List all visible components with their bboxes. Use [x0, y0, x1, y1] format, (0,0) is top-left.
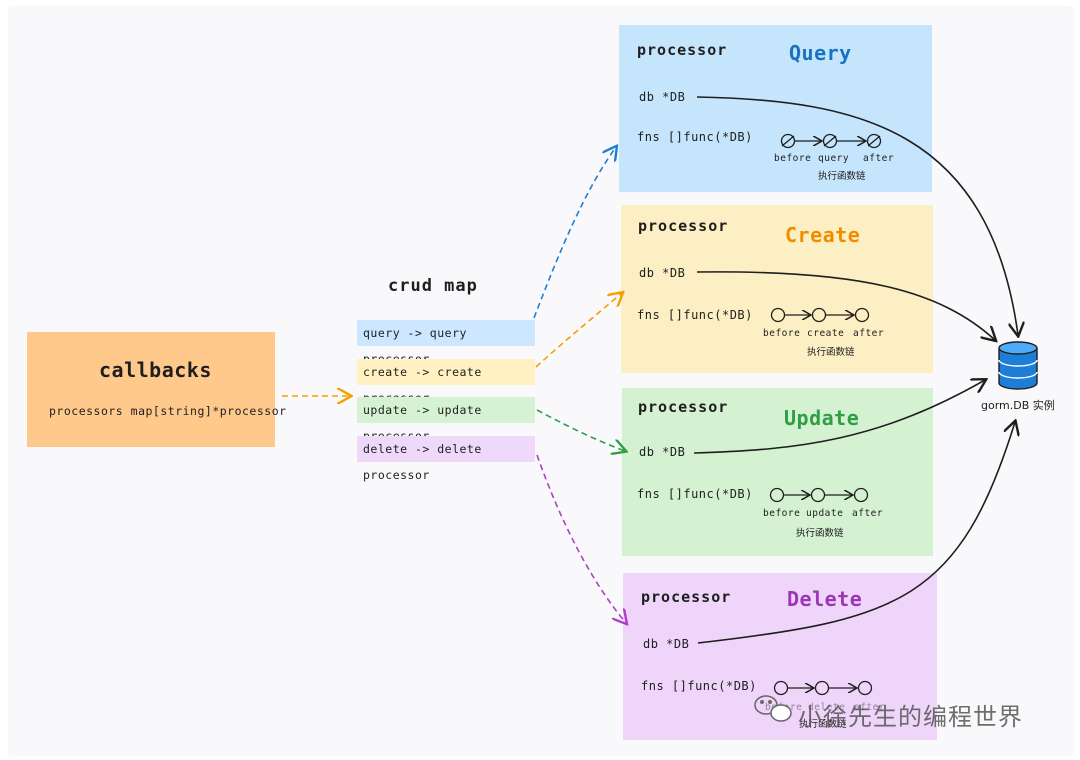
- crud-map-title: crud map: [388, 276, 478, 296]
- map-item-query: query -> query processor: [357, 320, 535, 366]
- chain-caption: 执行函数链: [796, 528, 844, 539]
- chain-label-after: after: [853, 328, 885, 339]
- chain-label-before: before: [763, 328, 801, 339]
- chain-label-middle: update: [806, 508, 844, 519]
- chain-label-before: before: [765, 702, 803, 713]
- chain-label-after: after: [863, 153, 895, 164]
- callbacks-box: callbacks processors map[string]*process…: [27, 332, 286, 447]
- chain-label-middle: create: [807, 328, 845, 339]
- processor-header: processor: [638, 217, 729, 235]
- chain-label-before: before: [774, 153, 812, 164]
- db-field: db *DB: [639, 90, 686, 104]
- map-item-create: create -> create processor: [357, 359, 535, 405]
- db-field: db *DB: [639, 266, 686, 280]
- processor-name: Create: [785, 223, 861, 247]
- fns-field: fns []func(*DB): [637, 308, 753, 322]
- map-item-delete: delete -> delete processor: [357, 436, 535, 482]
- processor-box-query: processor Query db *DB fns []func(*DB) b…: [619, 25, 932, 192]
- processor-name: Update: [784, 406, 860, 430]
- processor-box-update: processor Update db *DB fns []func(*DB) …: [622, 388, 933, 556]
- chain-label-middle: query: [818, 153, 850, 164]
- map-item-update: update -> update processor: [357, 397, 535, 443]
- processor-name: Delete: [787, 587, 863, 611]
- chain-caption: 执行函数链: [818, 171, 866, 182]
- processor-header: processor: [637, 41, 728, 59]
- chain-caption: 执行函数链: [807, 347, 855, 358]
- chain-label-after: after: [852, 508, 884, 519]
- db-field: db *DB: [639, 445, 686, 459]
- db-field: db *DB: [643, 637, 690, 651]
- watermark-text: 小徐先生的编程世界: [798, 703, 1023, 731]
- fns-field: fns []func(*DB): [637, 130, 753, 144]
- fns-field: fns []func(*DB): [641, 679, 757, 693]
- chain-label-before: before: [763, 508, 801, 519]
- callbacks-title: callbacks: [99, 358, 212, 382]
- chain-label-middle: delete: [808, 702, 846, 713]
- chain-caption: 执行函数链: [799, 719, 847, 730]
- gorm-db-label: gorm.DB 实例: [981, 399, 1055, 412]
- processor-box-create: processor Create db *DB fns []func(*DB) …: [621, 205, 933, 373]
- fns-field: fns []func(*DB): [637, 487, 753, 501]
- processor-header: processor: [638, 398, 729, 416]
- callbacks-field: processors map[string]*processor: [49, 404, 287, 418]
- processor-name: Query: [789, 41, 852, 65]
- processor-header: processor: [641, 588, 732, 606]
- chain-label-after: after: [854, 702, 886, 713]
